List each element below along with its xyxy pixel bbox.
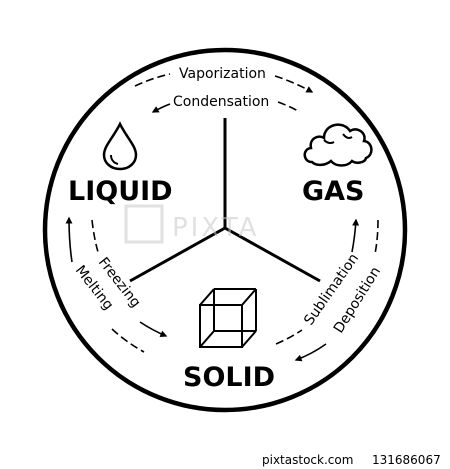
phase-divider [129, 118, 321, 283]
water-drop-shine [110, 154, 119, 165]
watermark-text: PIXTA [172, 213, 259, 243]
condensation-arrow-right [277, 101, 299, 112]
melting-arrow [65, 216, 73, 263]
liquid-label: LIQUID [68, 176, 173, 207]
watermark: PIXTA [124, 204, 259, 244]
outer-circle [42, 47, 408, 413]
melting-arrow-tail [111, 328, 145, 353]
vaporization-label: Vaporization [179, 66, 266, 82]
freezing-arrow [139, 321, 168, 338]
vaporization-arrow-left [134, 73, 171, 87]
cloud-detail [323, 133, 353, 145]
sublimation-arrow [351, 218, 360, 253]
source-text: pixtastock.com [262, 453, 354, 467]
cloud-icon [303, 123, 373, 167]
stock-id-bar: pixtastock.com 131686067 [0, 452, 450, 469]
image-id-text: 131686067 [372, 453, 441, 467]
water-drop-icon [102, 121, 138, 171]
sublimation-arrow-tail [275, 329, 303, 345]
vaporization-arrow-right [274, 75, 314, 93]
freezing-arrow-top [91, 219, 99, 253]
deposition-arrow [294, 343, 327, 362]
condensation-arrow-left [151, 103, 171, 113]
gas-label: GAS [302, 176, 365, 207]
condensation-label: Condensation [173, 94, 269, 110]
cube-icon [199, 288, 257, 348]
solid-label: SOLID [183, 362, 275, 393]
deposition-arrow-tail [374, 219, 379, 255]
